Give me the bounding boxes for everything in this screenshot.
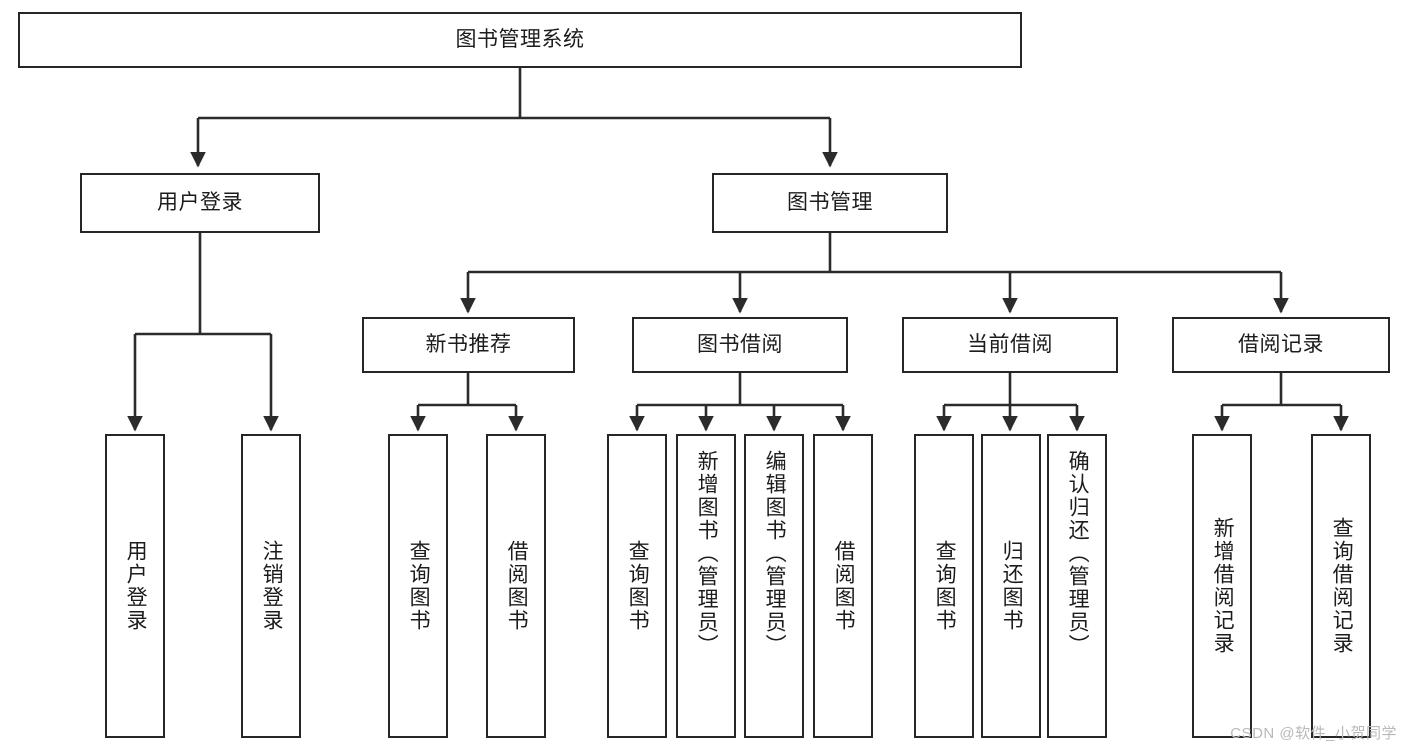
leaf-borrow-book-2[interactable]: 借阅图书: [813, 434, 873, 738]
node-book-borrow-label: 图书借阅: [697, 332, 783, 356]
leaf-query-record-label: 查询借阅记录: [1330, 517, 1354, 655]
leaf-query-book-1[interactable]: 查询图书: [388, 434, 448, 738]
leaf-edit-book-label: 编辑图书（管理员）: [763, 450, 787, 657]
leaf-return-book[interactable]: 归还图书: [981, 434, 1041, 738]
node-new-book-rec[interactable]: 新书推荐: [362, 317, 575, 373]
leaf-add-record[interactable]: 新增借阅记录: [1192, 434, 1252, 738]
node-root[interactable]: 图书管理系统: [18, 12, 1022, 68]
leaf-query-book-1-label: 查询图书: [407, 540, 431, 632]
leaf-query-record[interactable]: 查询借阅记录: [1311, 434, 1371, 738]
node-user-login-label: 用户登录: [157, 190, 243, 214]
leaf-borrow-book-2-label: 借阅图书: [832, 540, 856, 632]
leaf-confirm-return-label: 确认归还（管理员）: [1066, 450, 1090, 657]
leaf-borrow-book-1-label: 借阅图书: [505, 540, 529, 632]
leaf-query-book-2-label: 查询图书: [626, 540, 650, 632]
leaf-user-logout-label: 注销登录: [260, 540, 284, 632]
leaf-borrow-book-1[interactable]: 借阅图书: [486, 434, 546, 738]
leaf-user-login-label: 用户登录: [124, 540, 148, 632]
watermark: CSDN @软件_小贺同学: [1230, 725, 1397, 742]
node-current-borrow-label: 当前借阅: [967, 332, 1053, 356]
leaf-user-login[interactable]: 用户登录: [105, 434, 165, 738]
node-book-manage-label: 图书管理: [787, 190, 873, 214]
node-borrow-record-label: 借阅记录: [1238, 332, 1324, 356]
node-book-borrow[interactable]: 图书借阅: [632, 317, 848, 373]
node-current-borrow[interactable]: 当前借阅: [902, 317, 1118, 373]
leaf-confirm-return[interactable]: 确认归还（管理员）: [1047, 434, 1107, 738]
node-book-manage[interactable]: 图书管理: [712, 173, 948, 233]
node-borrow-record[interactable]: 借阅记录: [1172, 317, 1390, 373]
leaf-edit-book[interactable]: 编辑图书（管理员）: [744, 434, 804, 738]
node-new-book-rec-label: 新书推荐: [425, 332, 512, 356]
leaf-query-book-2[interactable]: 查询图书: [607, 434, 667, 738]
leaf-add-record-label: 新增借阅记录: [1211, 517, 1235, 655]
leaf-query-book-3[interactable]: 查询图书: [914, 434, 974, 738]
leaf-user-logout[interactable]: 注销登录: [241, 434, 301, 738]
node-root-label: 图书管理系统: [455, 27, 585, 51]
node-user-login[interactable]: 用户登录: [80, 173, 320, 233]
leaf-add-book[interactable]: 新增图书（管理员）: [676, 434, 736, 738]
leaf-add-book-label: 新增图书（管理员）: [695, 450, 719, 657]
leaf-return-book-label: 归还图书: [1000, 540, 1024, 632]
leaf-query-book-3-label: 查询图书: [933, 540, 957, 632]
